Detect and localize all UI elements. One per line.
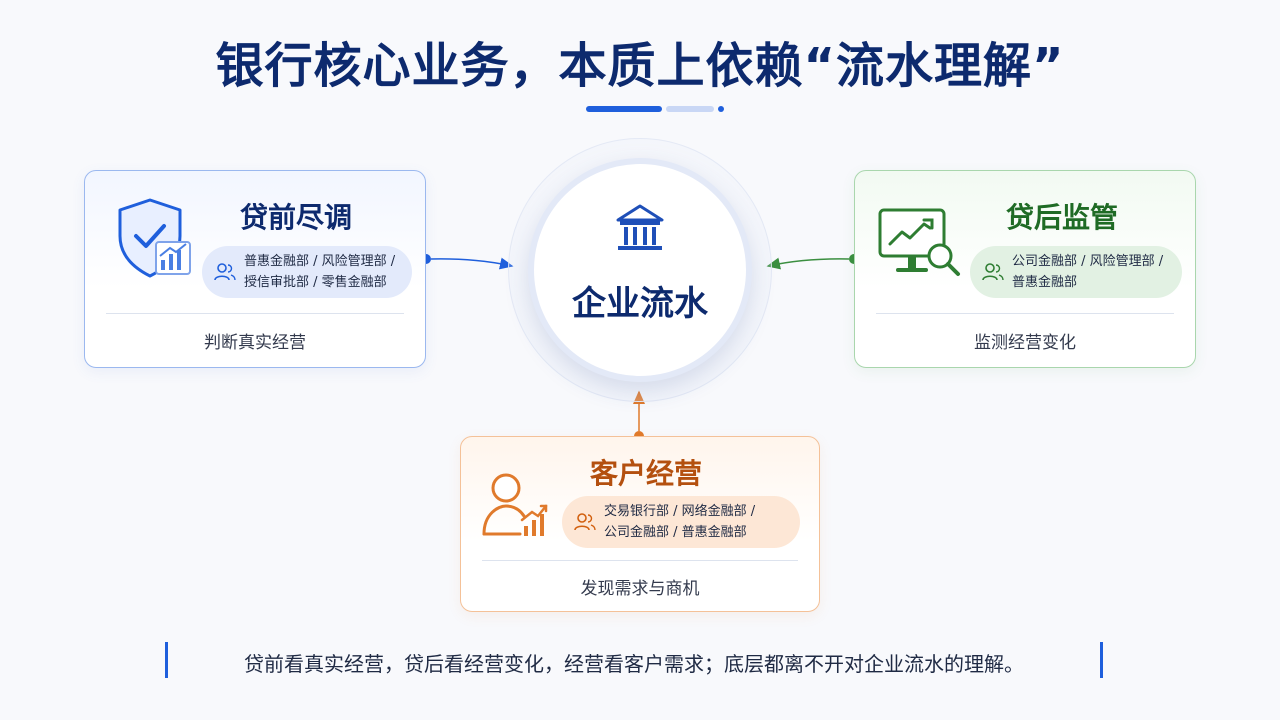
monitor-magnifier-icon	[878, 208, 960, 276]
card-title-customer-ops: 客户经营	[590, 457, 703, 490]
dept-line-1: 普惠金融部 / 风险管理部 /	[244, 254, 396, 269]
card-title-post-loan: 贷后监管	[1006, 201, 1119, 234]
dept-line-2: 公司金融部 / 普惠金融部	[604, 525, 747, 540]
card-desc-customer-ops: 发现需求与商机	[580, 579, 700, 599]
person-growth-icon	[482, 473, 548, 536]
title-underline	[586, 106, 726, 112]
card-divider	[106, 313, 404, 314]
footer-summary: 贷前看真实经营，贷后看经营变化，经营看客户需求；底层都离不开对企业流水的理解。	[244, 652, 1024, 676]
page-title: 银行核心业务，本质上依赖“流水理解”	[215, 38, 1065, 94]
arrow-right-to-center	[766, 254, 859, 270]
dept-line-1: 交易银行部 / 网络金融部 /	[604, 504, 756, 519]
dept-pill-pre-loan: 普惠金融部 / 风险管理部 / 授信审批部 / 零售金融部	[202, 246, 412, 298]
card-desc-post-loan: 监测经营变化	[974, 333, 1076, 353]
bank-icon	[616, 204, 664, 250]
dept-line-1: 公司金融部 / 风险管理部 /	[1012, 254, 1164, 269]
dept-pill-customer-ops: 交易银行部 / 网络金融部 / 公司金融部 / 普惠金融部	[562, 496, 800, 548]
arrow-left-to-center	[421, 254, 514, 270]
footer-bar-left	[165, 642, 168, 678]
card-divider	[482, 560, 798, 561]
shield-check-chart-icon	[118, 198, 191, 278]
people-icon	[982, 263, 1004, 281]
people-icon	[214, 263, 236, 281]
card-divider	[876, 313, 1174, 314]
card-title-pre-loan: 贷前尽调	[240, 201, 353, 234]
center-label: 企业流水	[572, 284, 708, 324]
dept-line-2: 授信审批部 / 零售金融部	[244, 275, 387, 290]
footer-bar-right	[1100, 642, 1103, 678]
center-node	[528, 158, 752, 382]
card-desc-pre-loan: 判断真实经营	[204, 333, 306, 353]
dept-line-2: 普惠金融部	[1012, 275, 1078, 290]
dept-pill-post-loan: 公司金融部 / 风险管理部 / 普惠金融部	[970, 246, 1182, 298]
people-icon	[574, 513, 596, 531]
